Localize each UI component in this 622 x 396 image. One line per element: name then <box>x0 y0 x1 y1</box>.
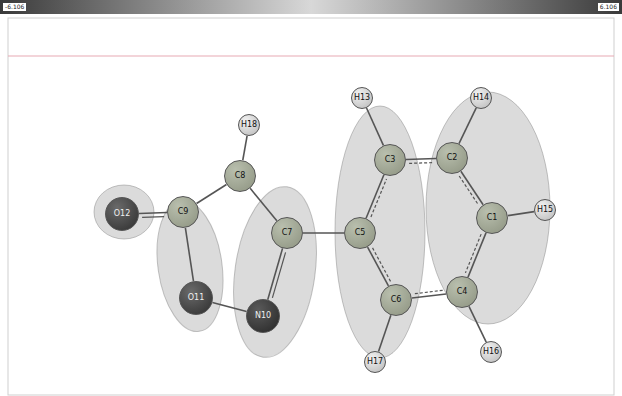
bond-line <box>412 290 446 298</box>
bond-line <box>465 233 486 277</box>
atom-circle: C2 <box>436 142 468 174</box>
bond-stroke <box>197 185 227 204</box>
atom-label: H15 <box>537 206 553 214</box>
bond-stroke <box>303 232 344 234</box>
atom-circle: C7 <box>271 217 303 249</box>
atom-circle: C4 <box>446 276 478 308</box>
atom-label: C3 <box>385 156 396 164</box>
bond-line <box>406 159 436 164</box>
atom-label: C2 <box>447 154 458 162</box>
bond-stroke <box>268 248 283 299</box>
bond-line <box>459 108 476 144</box>
bond-line <box>268 248 286 299</box>
atom-circle: C8 <box>224 160 256 192</box>
atom-label: C1 <box>487 214 498 222</box>
atom-circle: H18 <box>238 114 260 136</box>
atom-label: C8 <box>235 172 246 180</box>
bond-stroke <box>367 108 384 145</box>
bond-stroke <box>469 306 486 342</box>
atom-circle: C5 <box>344 217 376 249</box>
atom-label: C7 <box>282 229 293 237</box>
bond-line <box>508 212 534 216</box>
orbital-lobes <box>94 92 550 363</box>
bond-stroke <box>368 247 389 286</box>
atom-label: C6 <box>391 296 402 304</box>
bond-line <box>469 306 486 342</box>
bond-stroke <box>250 188 277 220</box>
bond-stroke <box>366 175 384 218</box>
bond-stroke <box>459 108 476 144</box>
atom-circle: C6 <box>380 284 412 316</box>
bond-stroke <box>406 158 436 161</box>
bond-stroke <box>468 233 486 277</box>
atom-label: H17 <box>367 358 383 366</box>
atom-circle: C1 <box>476 202 508 234</box>
atom-label: H16 <box>483 348 499 356</box>
bond-stroke <box>373 248 391 282</box>
bond-stroke <box>461 171 483 204</box>
bond-line <box>459 171 483 204</box>
atom-circle: H14 <box>470 87 492 109</box>
atom-label: C4 <box>457 288 468 296</box>
atom-circle: N10 <box>246 299 280 333</box>
bond-line <box>212 302 246 311</box>
scale-value: 6.106 <box>598 3 619 11</box>
bond-line <box>185 228 193 281</box>
atom-circle: C3 <box>374 144 406 176</box>
bond-stroke <box>414 290 442 293</box>
bond-stroke <box>272 252 285 298</box>
bond-stroke <box>139 212 167 215</box>
bond-stroke <box>459 176 478 204</box>
scan-line <box>8 56 614 57</box>
atom-circle: O11 <box>179 281 213 315</box>
orbital-lobe <box>335 106 425 358</box>
atom-circle: H13 <box>351 87 373 109</box>
bond-line <box>303 233 344 234</box>
view-frame <box>8 18 614 395</box>
orbital-lobe <box>223 181 326 362</box>
atom-label: C9 <box>178 208 189 216</box>
bond-stroke <box>185 228 193 281</box>
bond-line <box>366 175 386 218</box>
bond-line <box>379 315 391 351</box>
bond-stroke <box>508 212 534 216</box>
bond-line <box>368 247 391 286</box>
atom-label: N10 <box>255 312 271 320</box>
atom-circle: H16 <box>480 341 502 363</box>
atom-label: H13 <box>354 94 370 102</box>
bond-stroke <box>371 179 387 217</box>
bond-line <box>139 213 167 218</box>
atom-circle: O12 <box>105 197 139 231</box>
atom-label: O12 <box>114 210 130 218</box>
color-bar <box>0 0 622 14</box>
bond-line <box>197 185 227 204</box>
bond-stroke <box>212 302 246 311</box>
bond-stroke <box>243 136 247 160</box>
bond-line <box>243 136 247 160</box>
atom-label: C5 <box>355 229 366 237</box>
bond-stroke <box>409 162 433 164</box>
atom-label: H14 <box>473 94 489 102</box>
atom-circle: H15 <box>534 199 556 221</box>
bond-stroke <box>465 234 481 273</box>
atom-label: O11 <box>188 294 204 302</box>
bond-line <box>367 108 384 145</box>
bond-stroke <box>379 315 391 351</box>
atom-label: H18 <box>241 121 257 129</box>
bond-stroke <box>142 216 164 218</box>
atom-circle: C9 <box>167 196 199 228</box>
orbital-lobe <box>426 92 550 324</box>
bond-line <box>250 188 277 220</box>
orbital-lobe <box>94 185 154 239</box>
atom-circle: H17 <box>364 351 386 373</box>
bond-stroke <box>412 294 446 298</box>
scale-value: -6.106 <box>3 3 26 11</box>
